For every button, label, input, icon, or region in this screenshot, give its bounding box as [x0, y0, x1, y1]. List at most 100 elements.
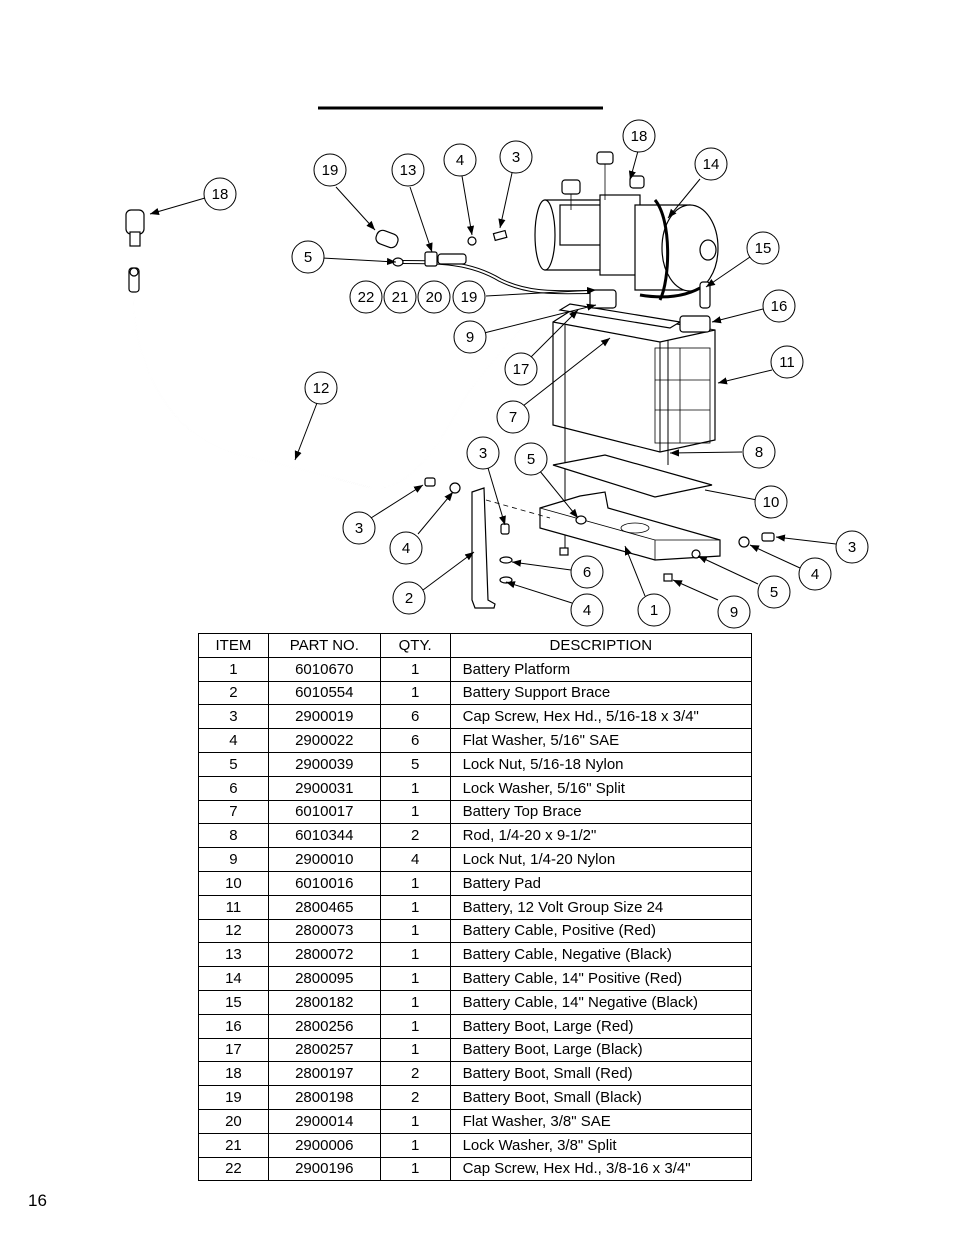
qty-cell: 1 — [379, 1108, 451, 1134]
item-cell: 8 — [198, 823, 269, 849]
description-cell: Flat Washer, 5/16" SAE — [449, 728, 753, 753]
item-cell: 14 — [198, 966, 269, 991]
qty-cell: 1 — [379, 942, 451, 968]
item-cell: 11 — [198, 894, 269, 920]
part-no-cell: 6010017 — [267, 799, 381, 825]
item-cell: 4 — [198, 728, 269, 753]
svg-text:21: 21 — [392, 289, 409, 306]
description-cell: Battery Top Brace — [449, 799, 753, 825]
qty-cell: 6 — [379, 704, 451, 730]
callout-18-top: 18 — [622, 119, 656, 153]
svg-text:9: 9 — [466, 329, 474, 346]
callout-19-mid: 19 — [452, 280, 486, 314]
callout-21: 21 — [383, 280, 417, 314]
callout-6: 6 — [570, 555, 604, 589]
description-cell: Battery Boot, Small (Black) — [449, 1085, 753, 1110]
qty-cell: 1 — [379, 775, 451, 801]
description-cell: Battery Support Brace — [449, 680, 753, 706]
callout-13: 13 — [391, 153, 425, 187]
svg-text:3: 3 — [479, 445, 487, 462]
svg-text:7: 7 — [509, 409, 517, 426]
callout-2: 2 — [392, 581, 426, 615]
part-no-cell: 2800197 — [267, 1061, 381, 1087]
qty-cell: 2 — [379, 823, 451, 849]
svg-text:3: 3 — [512, 149, 520, 166]
qty-cell: 1 — [379, 870, 451, 896]
description-cell: Battery Cable, 14" Positive (Red) — [449, 966, 753, 991]
callout-5-mid: 5 — [514, 442, 548, 476]
description-cell: Lock Nut, 5/16-18 Nylon — [449, 751, 753, 777]
svg-text:10: 10 — [763, 494, 780, 511]
callout-9-bottom: 9 — [717, 595, 751, 629]
callout-16: 16 — [762, 289, 796, 323]
svg-text:18: 18 — [212, 186, 229, 203]
part-no-cell: 2800182 — [267, 989, 381, 1015]
description-cell: Battery Cable, Positive (Red) — [449, 918, 753, 944]
part-no-cell: 6010344 — [267, 823, 381, 849]
part-no-cell: 2800095 — [267, 966, 381, 991]
part-no-cell: 2900031 — [267, 775, 381, 801]
description-cell: Rod, 1/4-20 x 9-1/2" — [449, 823, 753, 849]
qty-cell: 1 — [379, 918, 451, 944]
part-no-cell: 6010016 — [267, 870, 381, 896]
header-part-no: PART NO. — [267, 633, 381, 658]
svg-text:6: 6 — [583, 564, 591, 581]
callout-4-right: 4 — [798, 557, 832, 591]
callout-19-top: 19 — [313, 153, 347, 187]
svg-text:12: 12 — [313, 380, 330, 397]
callout-1: 1 — [637, 593, 671, 627]
callout-9-top: 9 — [453, 320, 487, 354]
part-no-cell: 2800198 — [267, 1085, 381, 1110]
svg-text:4: 4 — [811, 566, 819, 583]
parts-drawing — [125, 151, 775, 609]
item-cell: 13 — [198, 942, 269, 968]
page-number: 16 — [28, 1191, 47, 1210]
item-cell: 17 — [198, 1037, 269, 1063]
part-no-cell: 6010670 — [267, 656, 381, 682]
qty-cell: 4 — [379, 847, 451, 872]
qty-cell: 1 — [379, 799, 451, 825]
part-no-cell: 2800073 — [267, 918, 381, 944]
qty-cell: 1 — [379, 1132, 451, 1158]
item-cell: 2 — [198, 680, 269, 706]
qty-cell: 2 — [379, 1085, 451, 1110]
svg-text:19: 19 — [322, 162, 339, 179]
svg-text:3: 3 — [848, 539, 856, 556]
item-cell: 22 — [198, 1156, 269, 1182]
callout-14: 14 — [694, 147, 728, 181]
svg-text:4: 4 — [456, 152, 464, 169]
description-cell: Lock Washer, 3/8" Split — [449, 1132, 753, 1158]
svg-text:18: 18 — [631, 128, 648, 145]
svg-text:20: 20 — [426, 289, 443, 306]
part-no-cell: 2800256 — [267, 1013, 381, 1039]
item-cell: 21 — [198, 1132, 269, 1158]
callout-17: 17 — [504, 352, 538, 386]
callout-3-left: 3 — [342, 511, 376, 545]
callout-7: 7 — [496, 400, 530, 434]
svg-text:5: 5 — [770, 584, 778, 601]
callout-3-mid: 3 — [466, 436, 500, 470]
svg-text:19: 19 — [461, 289, 478, 306]
description-cell: Lock Washer, 5/16" Split — [449, 775, 753, 801]
item-cell: 20 — [198, 1108, 269, 1134]
qty-cell: 1 — [379, 894, 451, 920]
svg-text:5: 5 — [527, 451, 535, 468]
header-item: ITEM — [198, 633, 269, 658]
callout-22: 22 — [349, 280, 383, 314]
callout-15: 15 — [746, 231, 780, 265]
qty-cell: 1 — [379, 966, 451, 991]
description-cell: Battery, 12 Volt Group Size 24 — [449, 894, 753, 920]
